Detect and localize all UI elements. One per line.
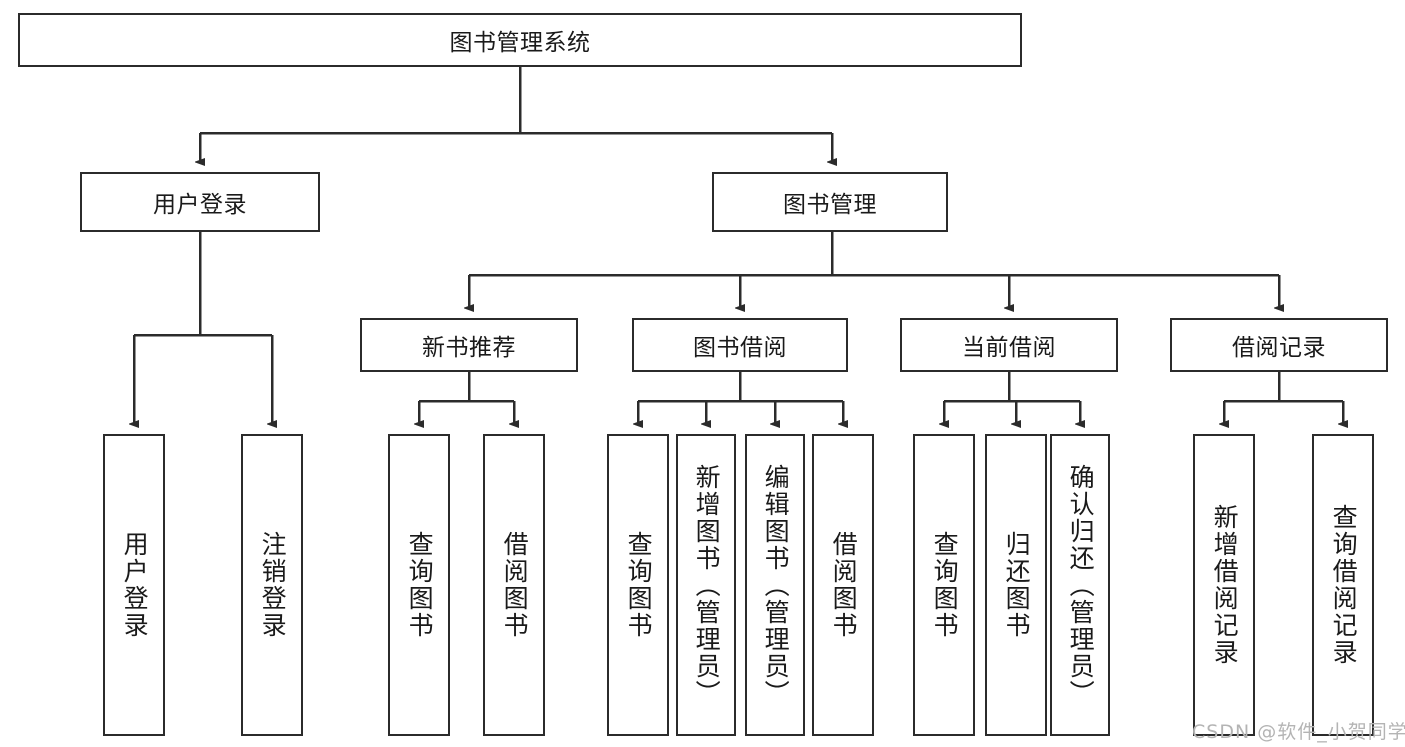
node-root-label: 图书管理系统: [449, 30, 591, 56]
node-leaf-query-book-2[interactable]: 查询图书: [607, 434, 669, 736]
node-leaf-edit-book-label: 编辑图书（管理员）: [761, 463, 791, 707]
node-leaf-query-book-1-label: 查询图书: [405, 531, 435, 639]
node-current-borrow[interactable]: 当前借阅: [900, 318, 1118, 372]
node-leaf-edit-book[interactable]: 编辑图书（管理员）: [745, 434, 805, 736]
node-leaf-query-book-1[interactable]: 查询图书: [388, 434, 450, 736]
node-user-login-label: 用户登录: [153, 192, 247, 218]
node-new-book-recommend[interactable]: 新书推荐: [360, 318, 578, 372]
node-leaf-borrow-book-2-label: 借阅图书: [829, 531, 859, 639]
node-current-borrow-label: 当前借阅: [962, 335, 1056, 361]
node-leaf-borrow-book-2[interactable]: 借阅图书: [812, 434, 874, 736]
node-borrow-record[interactable]: 借阅记录: [1170, 318, 1388, 372]
node-user-login[interactable]: 用户登录: [80, 172, 320, 232]
node-leaf-add-book-label: 新增图书（管理员）: [692, 463, 722, 707]
node-book-borrow-label: 图书借阅: [693, 335, 787, 361]
node-leaf-return-book[interactable]: 归还图书: [985, 434, 1047, 736]
node-leaf-borrow-book-1-label: 借阅图书: [500, 531, 530, 639]
node-leaf-query-book-2-label: 查询图书: [624, 531, 654, 639]
node-new-book-recommend-label: 新书推荐: [422, 335, 516, 361]
node-leaf-query-record[interactable]: 查询借阅记录: [1312, 434, 1374, 736]
node-leaf-logout-label: 注销登录: [258, 531, 288, 639]
node-leaf-user-login-label: 用户登录: [120, 531, 150, 639]
node-leaf-add-record-label: 新增借阅记录: [1210, 504, 1240, 666]
node-book-manage[interactable]: 图书管理: [712, 172, 948, 232]
node-book-manage-label: 图书管理: [783, 192, 877, 218]
node-leaf-add-record[interactable]: 新增借阅记录: [1193, 434, 1255, 736]
node-leaf-logout[interactable]: 注销登录: [241, 434, 303, 736]
node-leaf-user-login[interactable]: 用户登录: [103, 434, 165, 736]
watermark: CSDN @软件_小贺同学: [1192, 721, 1405, 743]
node-leaf-add-book[interactable]: 新增图书（管理员）: [676, 434, 736, 736]
node-borrow-record-label: 借阅记录: [1232, 335, 1326, 361]
node-leaf-query-book-3[interactable]: 查询图书: [913, 434, 975, 736]
node-leaf-confirm-return-label: 确认归还（管理员）: [1066, 463, 1096, 707]
node-leaf-query-book-3-label: 查询图书: [930, 531, 960, 639]
node-leaf-confirm-return[interactable]: 确认归还（管理员）: [1050, 434, 1110, 736]
node-book-borrow[interactable]: 图书借阅: [632, 318, 848, 372]
node-leaf-query-record-label: 查询借阅记录: [1329, 504, 1359, 666]
node-leaf-borrow-book-1[interactable]: 借阅图书: [483, 434, 545, 736]
node-leaf-return-book-label: 归还图书: [1002, 531, 1032, 639]
node-root[interactable]: 图书管理系统: [18, 13, 1022, 67]
